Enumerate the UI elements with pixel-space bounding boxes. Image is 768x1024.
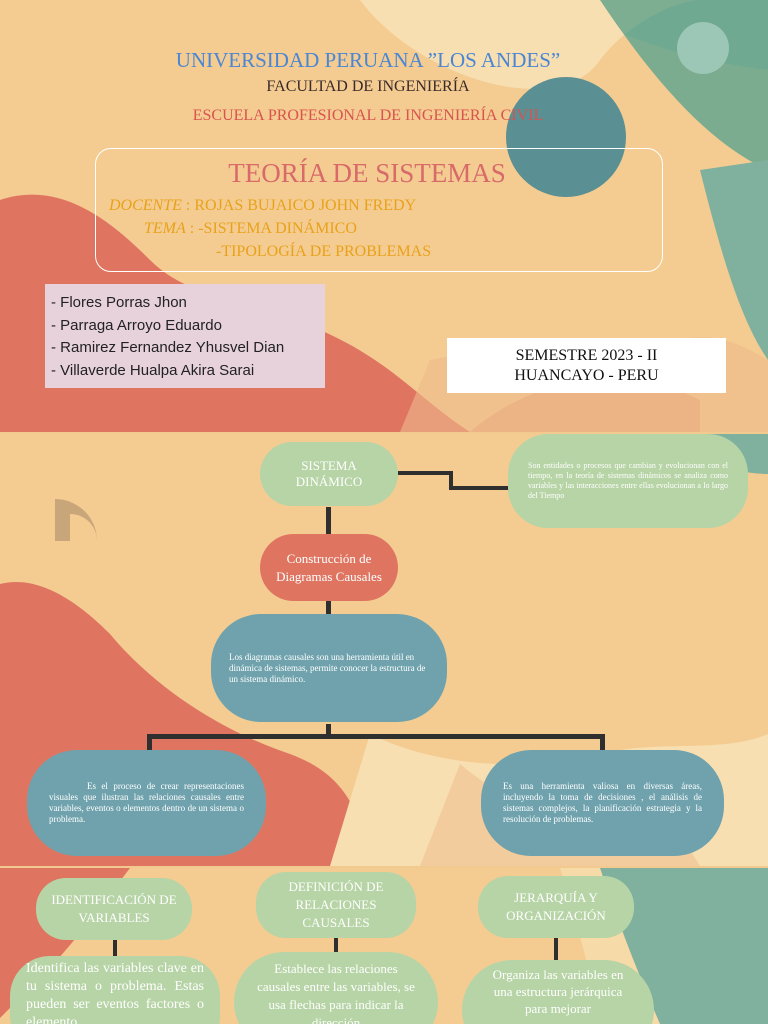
causal-description-node: Los diagramas causales son una herramien… [211, 614, 447, 722]
tema-value-2: -TIPOLOGÍA DE PROBLEMAS [216, 243, 432, 260]
students-box: - Flores Porras Jhon - Parraga Arroyo Ed… [45, 284, 325, 388]
connector-line [600, 734, 605, 752]
right-description-node: Es una herramienta valiosa en diversas á… [481, 750, 724, 856]
step-desc-relations: Establece las relaciones causales entre … [234, 952, 438, 1024]
connector-line [449, 486, 509, 490]
step-desc-hierarchy: Organiza las variables en una estructura… [462, 960, 654, 1024]
root-description-text: Son entidades o procesos que cambian y e… [528, 461, 728, 500]
right-description-text: Es una herramienta valiosa en diversas á… [503, 781, 702, 824]
connector-line [554, 938, 558, 962]
faculty-name: FACULTAD DE INGENIERÍA [266, 78, 470, 95]
student-item: - Villaverde Hualpa Akira Sarai [51, 361, 255, 379]
course-title: TEORÍA DE SISTEMAS [228, 158, 506, 188]
docente-line: DOCENTE : ROJAS BUJAICO JOHN FREDY [109, 197, 416, 215]
tema-value-1: : -SISTEMA DINÁMICO [189, 220, 357, 237]
connector-line [398, 471, 450, 475]
semester-box: SEMESTRE 2023 - II HUANCAYO - PERU [447, 338, 726, 393]
left-description-text: Es el proceso de crear representaciones … [49, 781, 244, 824]
connector-line [113, 940, 117, 960]
construction-node: Construcción de Diagramas Causales [260, 534, 398, 601]
semester-text: SEMESTRE 2023 - II [515, 347, 658, 364]
step-title-identification: IDENTIFICACIÓN DE VARIABLES [36, 878, 192, 940]
connector-line [334, 938, 338, 952]
tema-label: TEMA [144, 220, 186, 237]
course-info-box [95, 148, 663, 272]
step-desc-identification: Identifica las variables clave en tu sis… [10, 956, 220, 1024]
step-title-relations: DEFINICIÓN DE RELACIONES CAUSALES [256, 872, 416, 938]
school-name: ESCUELA PROFESIONAL DE INGENIERÍA CIVIL [192, 107, 544, 124]
steps-slide: IDENTIFICACIÓN DE VARIABLES DEFINICIÓN D… [0, 868, 768, 1024]
connector-line [326, 507, 331, 537]
connector-line [147, 734, 605, 739]
connector-line [326, 592, 331, 616]
tema-line: TEMA : -SISTEMA DINÁMICO [144, 220, 357, 238]
causal-description-text: Los diagramas causales son una herramien… [229, 651, 426, 684]
cover-slide: UNIVERSIDAD PERUANA ”LOS ANDES” FACULTAD… [0, 0, 768, 432]
step-title-hierarchy: JERARQUÍA Y ORGANIZACIÓN [478, 876, 634, 938]
student-item: - Parraga Arroyo Eduardo [51, 316, 222, 334]
docente-value: : ROJAS BUJAICO JOHN FREDY [185, 197, 417, 214]
diagram-slide: SISTEMA DINÁMICO Son entidades o proceso… [0, 434, 768, 866]
root-description-node: Son entidades o procesos que cambian y e… [508, 434, 748, 528]
student-item: - Flores Porras Jhon [51, 294, 187, 311]
student-item: - Ramirez Fernandez Yhusvel Dian [51, 339, 285, 356]
docente-label: DOCENTE [109, 197, 182, 214]
connector-line [147, 734, 152, 752]
connector-line [449, 471, 453, 490]
left-description-node: Es el proceso de crear representaciones … [27, 750, 266, 856]
city-text: HUANCAYO - PERU [514, 367, 659, 384]
connector-line [326, 724, 331, 736]
root-node: SISTEMA DINÁMICO [260, 442, 398, 506]
university-name: UNIVERSIDAD PERUANA ”LOS ANDES” [175, 48, 561, 72]
